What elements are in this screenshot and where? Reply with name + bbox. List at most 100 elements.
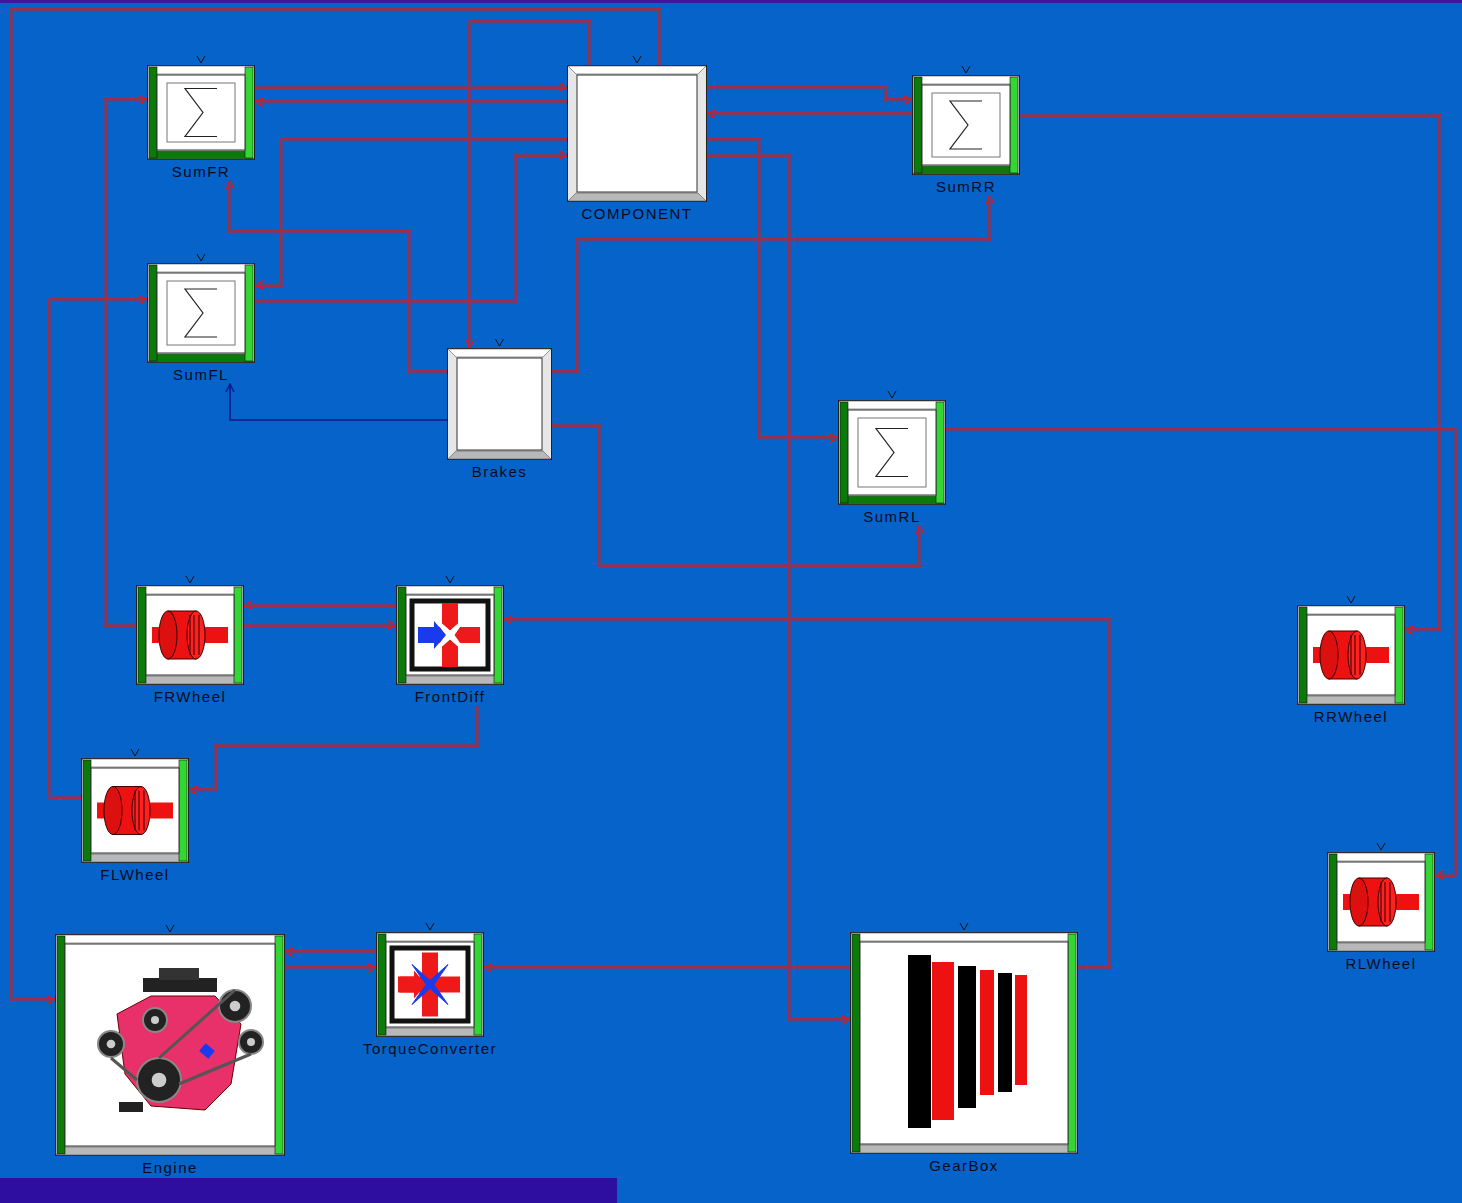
frame-outer: [1298, 606, 1405, 705]
frame-outer: [851, 933, 1078, 1154]
block-frame: [912, 75, 1020, 175]
frame-outer: [568, 66, 707, 202]
wire-inner: [707, 88, 912, 100]
wire-inner: [484, 967, 850, 968]
frame-bevel: [1328, 853, 1434, 861]
wire-outer: [244, 603, 396, 606]
wire-inner: [1020, 115, 1440, 630]
gear-bar: [958, 966, 976, 1108]
block-icon: [376, 932, 484, 1037]
wire-inner: [50, 300, 147, 797]
wheel-face: [104, 787, 122, 835]
wire-inner: [946, 430, 1455, 875]
frame-bevel: [913, 76, 1019, 84]
wheel-groove: [1381, 882, 1382, 922]
wheel-groove: [190, 615, 191, 655]
frame-inner: [1307, 615, 1395, 695]
block-label: FRWheel: [133, 688, 247, 705]
frame-bevel: [137, 586, 243, 594]
wire-outer: [707, 140, 838, 438]
block-node: FLWheel: [78, 758, 192, 883]
wire-outer: [946, 430, 1455, 875]
wire-inner: [244, 624, 396, 625]
frame-inner: [848, 410, 936, 495]
signal-wire: [1020, 115, 1440, 630]
frame-outer: [56, 935, 285, 1156]
frame-outer: [377, 933, 484, 1037]
wheel-face: [187, 611, 205, 659]
block-icon: [396, 585, 504, 685]
frame-bevel: [448, 349, 551, 357]
signal-wire: [707, 140, 838, 438]
block-icon: [55, 934, 285, 1156]
block-icon: [136, 585, 244, 685]
wire-outer: [504, 620, 1110, 968]
wire-outer: [285, 950, 376, 953]
port-chevron: [166, 925, 174, 932]
block-icon: [147, 65, 255, 160]
wire-inner: [707, 113, 912, 114]
wire-inner: [285, 951, 376, 952]
frame-bevel: [839, 401, 945, 409]
frame-side-green: [245, 265, 253, 361]
wire-inner: [255, 86, 567, 87]
gear-bar: [980, 970, 994, 1095]
wheel-groove: [1355, 635, 1356, 675]
sum-panel: [858, 418, 926, 487]
wire-outer: [484, 966, 850, 969]
frame-side-green: [1329, 854, 1337, 950]
port-chevron: [131, 749, 139, 756]
wheel-groove: [1351, 635, 1352, 675]
frame-outer: [1328, 853, 1435, 952]
frame-side-green: [149, 67, 157, 158]
block-node: SumRL: [835, 400, 949, 525]
frame-side-green: [936, 402, 944, 503]
frame-inner: [157, 273, 245, 353]
wire-inner: [230, 181, 447, 372]
frame-bevel: [82, 759, 188, 767]
wire-inner: [244, 604, 396, 605]
frame-bevel: [1298, 606, 1404, 614]
top-strip: [0, 0, 1462, 3]
block-label: FrontDiff: [393, 688, 507, 705]
sigma-symbol: [185, 89, 217, 137]
wheel-groove: [199, 615, 200, 655]
frame-bevel: [568, 193, 706, 201]
block-label: RRWheel: [1294, 708, 1408, 725]
wire-outer: [1020, 115, 1440, 630]
wire-inner: [707, 140, 838, 438]
block-node: GearBox: [847, 932, 1081, 1174]
wire-outer: [707, 155, 850, 1020]
block-icon: [1327, 852, 1435, 952]
engine-belt: [111, 990, 251, 1084]
wire-inner: [255, 101, 567, 102]
signal-wire: [552, 196, 990, 372]
block-node: RLWheel: [1324, 852, 1438, 972]
engine-hub: [247, 1038, 255, 1046]
block-label: Engine: [52, 1159, 288, 1176]
wire-outer: [707, 88, 912, 100]
gear-bar: [1015, 975, 1027, 1085]
frame-bevel: [913, 166, 1019, 174]
signal-wire: [285, 952, 376, 953]
frame-side-green: [398, 587, 406, 683]
block-icon: [838, 400, 946, 505]
block-frame: [1297, 605, 1405, 705]
wire-outer: [50, 300, 147, 797]
block-label: SumRL: [835, 508, 949, 525]
wire-outer: [230, 181, 447, 372]
port-chevron: [1347, 596, 1355, 603]
block-frame: [396, 585, 504, 685]
block-frame: [838, 400, 946, 505]
frame-outer: [148, 264, 255, 363]
frame-side-green: [1299, 607, 1307, 703]
frame-bevel: [137, 676, 243, 684]
block-icon: [850, 932, 1078, 1154]
wire-inner: [189, 706, 478, 790]
wire-outer: [285, 966, 376, 969]
frame-side-green: [852, 934, 860, 1152]
block-frame: [376, 932, 484, 1037]
wheel-groove: [1385, 882, 1386, 922]
frame-bevel: [148, 66, 254, 74]
frame-side-green: [245, 67, 253, 158]
